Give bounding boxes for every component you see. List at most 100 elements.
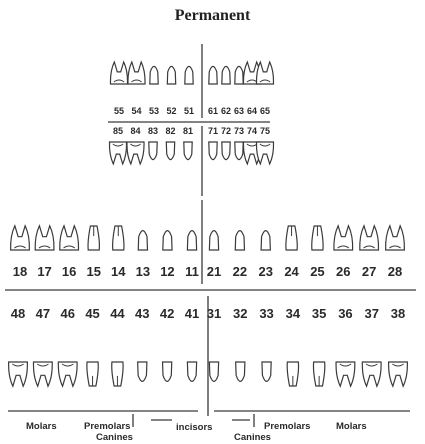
tooth-41 bbox=[187, 362, 196, 381]
tooth-number-33: 33 bbox=[259, 306, 273, 321]
tooth-number-47: 47 bbox=[36, 306, 50, 321]
tooth-31 bbox=[209, 362, 218, 381]
tooth-number-63: 63 bbox=[234, 106, 244, 116]
permanent-upper-left-teeth bbox=[209, 226, 404, 250]
tooth-55 bbox=[110, 62, 127, 84]
tooth-45 bbox=[87, 362, 98, 386]
tooth-number-41: 41 bbox=[185, 306, 199, 321]
tooth-number-48: 48 bbox=[11, 306, 25, 321]
tooth-81 bbox=[184, 142, 192, 160]
tooth-51 bbox=[185, 66, 193, 84]
tooth-number-82: 82 bbox=[165, 126, 175, 136]
label-premolars-right: Premolars bbox=[84, 421, 130, 432]
tooth-73 bbox=[235, 142, 243, 160]
tooth-18 bbox=[11, 226, 30, 250]
tooth-85 bbox=[109, 142, 126, 164]
tooth-82 bbox=[166, 142, 174, 160]
tooth-14 bbox=[113, 226, 124, 250]
tooth-24 bbox=[286, 226, 297, 250]
tooth-number-73: 73 bbox=[234, 126, 244, 136]
label-molars-left: Molars bbox=[336, 421, 367, 432]
permanent-lower-right-teeth bbox=[9, 362, 197, 386]
tooth-83 bbox=[149, 142, 157, 160]
tooth-32 bbox=[236, 362, 245, 381]
tooth-number-21: 21 bbox=[207, 264, 221, 279]
tooth-84 bbox=[127, 142, 144, 164]
tooth-number-43: 43 bbox=[135, 306, 149, 321]
tooth-26 bbox=[334, 226, 353, 250]
tooth-number-65: 65 bbox=[260, 106, 270, 116]
tooth-11 bbox=[187, 231, 196, 250]
tooth-52 bbox=[167, 66, 175, 84]
tooth-number-53: 53 bbox=[149, 106, 159, 116]
tooth-number-83: 83 bbox=[148, 126, 158, 136]
tooth-65 bbox=[256, 62, 273, 84]
tooth-33 bbox=[262, 362, 271, 381]
tooth-43 bbox=[138, 362, 147, 381]
tooth-number-37: 37 bbox=[364, 306, 378, 321]
tooth-number-44: 44 bbox=[110, 306, 125, 321]
tooth-34 bbox=[287, 362, 298, 386]
tooth-48 bbox=[9, 362, 28, 386]
tooth-12 bbox=[163, 231, 172, 250]
tooth-number-15: 15 bbox=[86, 264, 100, 279]
tooth-number-35: 35 bbox=[312, 306, 326, 321]
tooth-42 bbox=[163, 362, 172, 381]
tooth-number-12: 12 bbox=[160, 264, 174, 279]
tooth-number-24: 24 bbox=[284, 264, 299, 279]
tooth-28 bbox=[386, 226, 405, 250]
tooth-number-16: 16 bbox=[62, 264, 76, 279]
tooth-13 bbox=[138, 231, 147, 250]
permanent-upper-right-teeth bbox=[11, 226, 197, 250]
tooth-38 bbox=[389, 362, 408, 386]
tooth-21 bbox=[209, 231, 218, 250]
tooth-15 bbox=[88, 226, 99, 250]
tooth-number-31: 31 bbox=[207, 306, 221, 321]
tooth-number-81: 81 bbox=[183, 126, 193, 136]
tooth-number-23: 23 bbox=[258, 264, 272, 279]
tooth-number-74: 74 bbox=[247, 126, 257, 136]
tooth-23 bbox=[261, 231, 270, 250]
tooth-22 bbox=[235, 231, 244, 250]
tooth-number-71: 71 bbox=[208, 126, 218, 136]
tooth-number-14: 14 bbox=[111, 264, 126, 279]
tooth-number-75: 75 bbox=[260, 126, 270, 136]
tooth-number-62: 62 bbox=[221, 106, 231, 116]
tooth-number-18: 18 bbox=[13, 264, 27, 279]
tooth-number-46: 46 bbox=[60, 306, 74, 321]
tooth-number-32: 32 bbox=[233, 306, 247, 321]
tooth-35 bbox=[313, 362, 324, 386]
tooth-72 bbox=[222, 142, 230, 160]
tooth-number-51: 51 bbox=[184, 106, 194, 116]
tooth-number-25: 25 bbox=[310, 264, 324, 279]
label-premolars-left: Premolars bbox=[264, 421, 310, 432]
tooth-number-84: 84 bbox=[130, 126, 140, 136]
label-canines-right: Canines bbox=[96, 432, 133, 443]
tooth-16 bbox=[60, 226, 79, 250]
permanent-lower-left-teeth bbox=[209, 362, 407, 386]
primary-upper-left-teeth bbox=[209, 62, 274, 84]
tooth-44 bbox=[112, 362, 123, 386]
label-molars-right: Molars bbox=[26, 421, 57, 432]
tooth-number-34: 34 bbox=[286, 306, 301, 321]
tooth-62 bbox=[222, 66, 230, 84]
tooth-25 bbox=[312, 226, 323, 250]
tooth-number-55: 55 bbox=[114, 106, 124, 116]
tooth-number-13: 13 bbox=[136, 264, 150, 279]
tooth-54 bbox=[128, 62, 145, 84]
tooth-47 bbox=[33, 362, 52, 386]
tooth-number-27: 27 bbox=[362, 264, 376, 279]
tooth-37 bbox=[362, 362, 381, 386]
tooth-75 bbox=[256, 142, 273, 164]
tooth-46 bbox=[58, 362, 77, 386]
tooth-27 bbox=[360, 226, 379, 250]
tooth-number-52: 52 bbox=[166, 106, 176, 116]
tooth-number-26: 26 bbox=[336, 264, 350, 279]
primary-lower-left-teeth bbox=[209, 142, 274, 164]
tooth-number-17: 17 bbox=[37, 264, 51, 279]
tooth-61 bbox=[209, 66, 217, 84]
tooth-number-45: 45 bbox=[85, 306, 99, 321]
